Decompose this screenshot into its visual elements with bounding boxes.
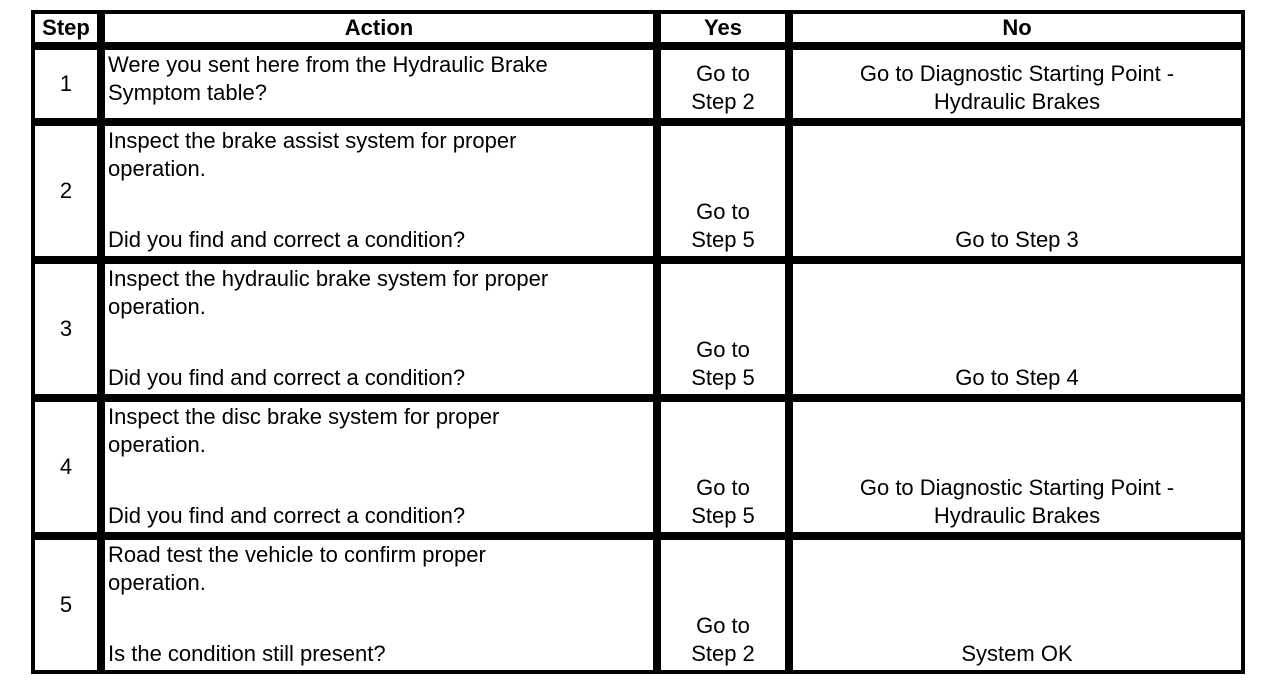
action-wrap: Road test the vehicle to confirm proper … (105, 540, 653, 670)
table-row-5: 5 Road test the vehicle to confirm prope… (31, 536, 1245, 674)
action-wrap: Were you sent here from the Hydraulic Br… (105, 50, 653, 118)
action-cell: Inspect the brake assist system for prop… (101, 122, 657, 260)
action-statement: Road test the vehicle to confirm proper … (108, 542, 486, 595)
action-statement: Inspect the hydraulic brake system for p… (108, 266, 549, 319)
action-wrap: Inspect the hydraulic brake system for p… (105, 264, 653, 394)
action-statement: Inspect the disc brake system for proper… (108, 404, 500, 457)
action-cell: Road test the vehicle to confirm proper … (101, 536, 657, 674)
yes-cell: Go to Step 2 (657, 536, 789, 674)
table-row-2: 2 Inspect the brake assist system for pr… (31, 122, 1245, 260)
header-no: No (789, 10, 1245, 46)
no-cell: System OK (789, 536, 1245, 674)
yes-cell: Go to Step 5 (657, 398, 789, 536)
yes-cell: Go to Step 2 (657, 46, 789, 122)
action-wrap: Inspect the disc brake system for proper… (105, 402, 653, 532)
action-question: Is the condition still present? (108, 641, 386, 666)
header-action: Action (101, 10, 657, 46)
table-row-1: 1 Were you sent here from the Hydraulic … (31, 46, 1245, 122)
step-number: 5 (31, 536, 101, 674)
no-cell: Go to Step 3 (789, 122, 1245, 260)
step-number: 4 (31, 398, 101, 536)
action-cell: Were you sent here from the Hydraulic Br… (101, 46, 657, 122)
header-step: Step (31, 10, 101, 46)
step-number: 2 (31, 122, 101, 260)
action-question: Did you find and correct a condition? (108, 227, 466, 252)
no-cell: Go to Diagnostic Starting Point - Hydrau… (789, 46, 1245, 122)
no-cell: Go to Diagnostic Starting Point - Hydrau… (789, 398, 1245, 536)
action-statement: Were you sent here from the Hydraulic Br… (108, 52, 548, 105)
action-question: Did you find and correct a condition? (108, 503, 466, 528)
step-number: 3 (31, 260, 101, 398)
header-yes: Yes (657, 10, 789, 46)
action-cell: Inspect the disc brake system for proper… (101, 398, 657, 536)
action-question: Did you find and correct a condition? (108, 365, 466, 390)
yes-cell: Go to Step 5 (657, 260, 789, 398)
action-statement: Inspect the brake assist system for prop… (108, 128, 517, 181)
table-row-3: 3 Inspect the hydraulic brake system for… (31, 260, 1245, 398)
diagnostic-table: Step Action Yes No 1 Were you sent here … (31, 10, 1245, 674)
table-row-4: 4 Inspect the disc brake system for prop… (31, 398, 1245, 536)
yes-cell: Go to Step 5 (657, 122, 789, 260)
header-row: Step Action Yes No (31, 10, 1245, 46)
no-cell: Go to Step 4 (789, 260, 1245, 398)
action-cell: Inspect the hydraulic brake system for p… (101, 260, 657, 398)
action-wrap: Inspect the brake assist system for prop… (105, 126, 653, 256)
step-number: 1 (31, 46, 101, 122)
